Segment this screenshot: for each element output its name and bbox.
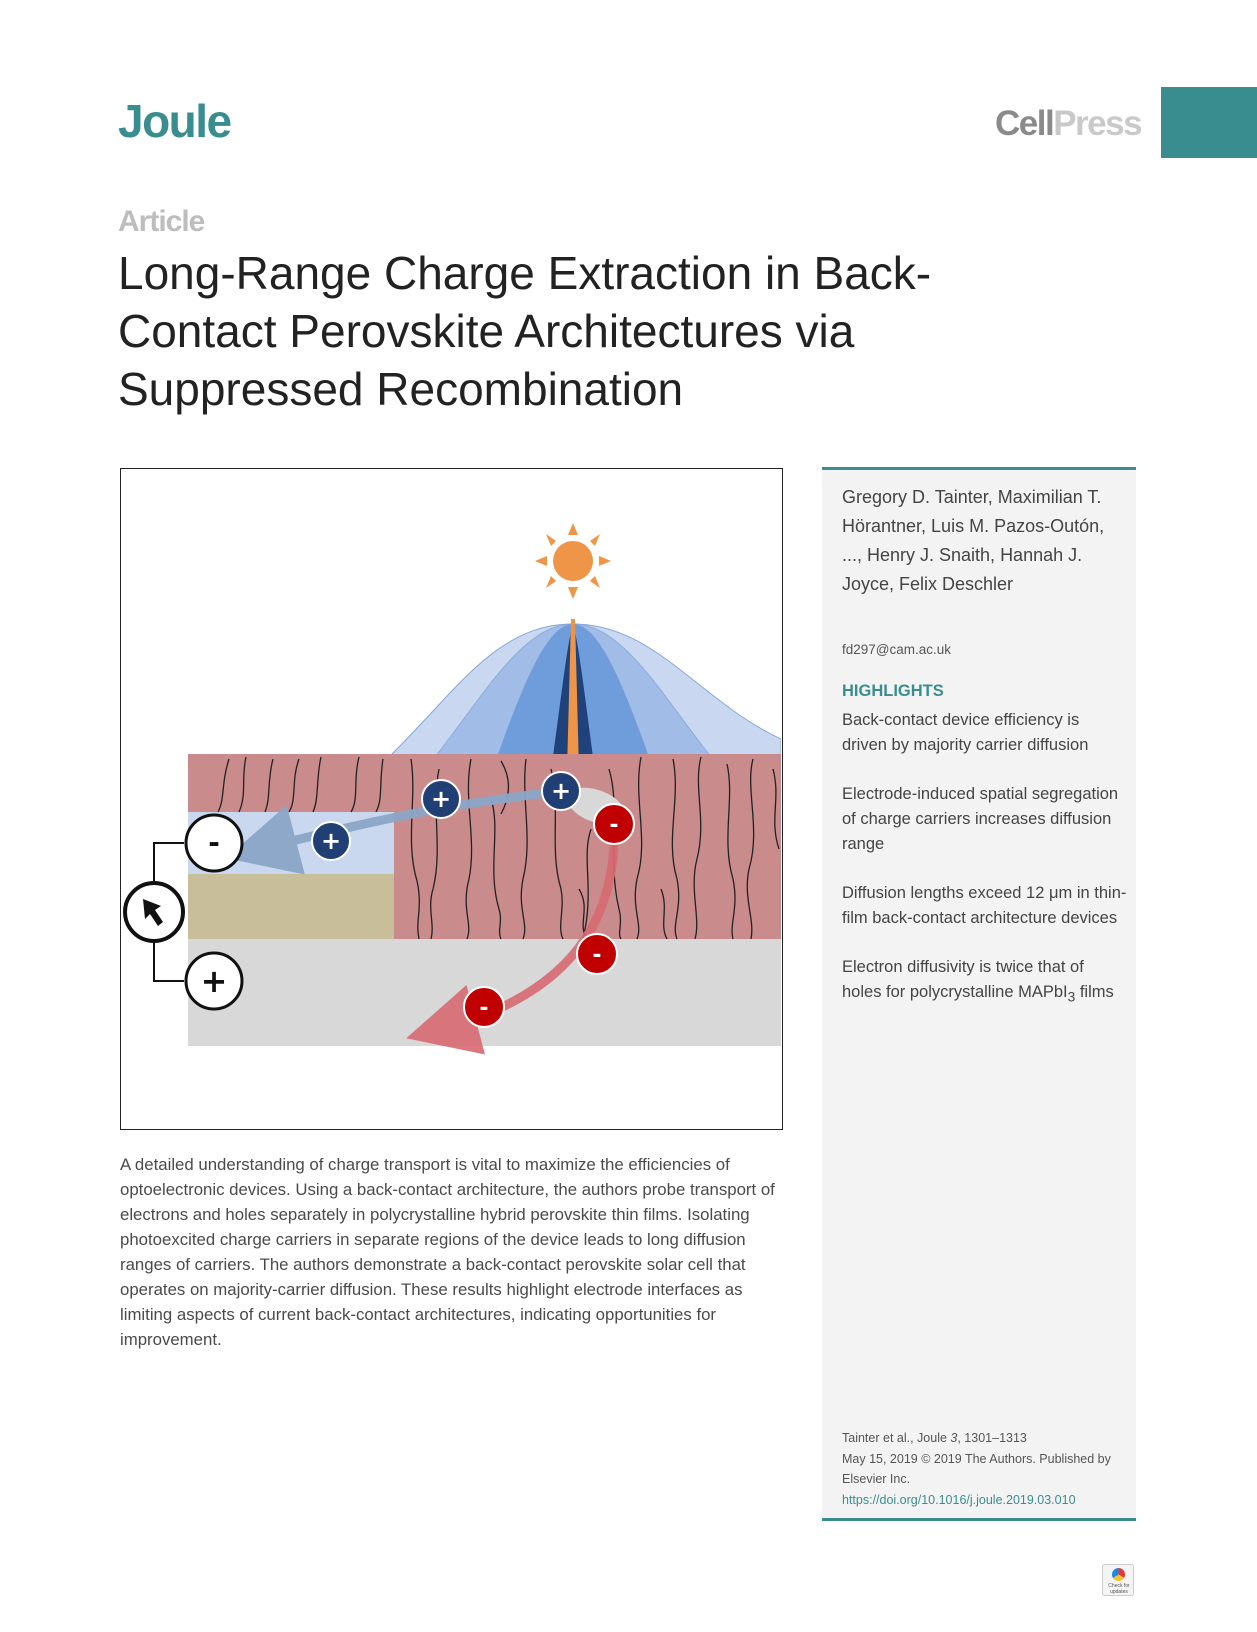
hole-carrier: + <box>421 779 461 819</box>
negative-terminal: - <box>184 813 244 873</box>
highlight-item: Electron diffusivity is twice that of ho… <box>842 955 1127 1009</box>
svg-text:+: + <box>201 962 228 1000</box>
svg-text:+: + <box>321 827 341 855</box>
author-list: Gregory D. Tainter, Maximilian T. Hörant… <box>842 487 1105 594</box>
hole-carrier: + <box>541 771 581 811</box>
svg-text:-: - <box>208 826 220 859</box>
publisher-logo-part1: Cell <box>995 104 1055 143</box>
electron-carrier: - <box>593 803 635 845</box>
summary-text: A detailed understanding of charge trans… <box>120 1155 775 1349</box>
light-beam <box>567 619 579 771</box>
publisher-logo: CellPress <box>995 104 1143 144</box>
electron-carrier: - <box>576 933 618 975</box>
title-line: Suppressed Recombination <box>118 363 684 415</box>
citation-volume: 3 <box>950 1431 958 1445</box>
electron-carrier: - <box>463 986 505 1028</box>
article-type: Article <box>118 205 205 238</box>
meter-icon <box>123 881 185 943</box>
grain-boundaries <box>217 756 780 940</box>
graphical-abstract: + + + - - - - <box>120 468 783 1130</box>
highlight-text-tail: films <box>1075 983 1114 1001</box>
highlight-item: Diffusion lengths exceed 12 μm in thin-f… <box>842 884 1127 927</box>
title-line: Contact Perovskite Architectures via <box>118 305 855 357</box>
sun-icon <box>535 523 611 599</box>
title-line: Long-Range Charge Extraction in Back- <box>118 247 932 299</box>
highlight-item: Back-contact device efficiency is driven… <box>842 711 1089 754</box>
highlight-item: Electrode-induced spatial segregation of… <box>842 785 1119 853</box>
check-for-updates-icon <box>1112 1568 1125 1581</box>
hole-carrier: + <box>311 821 351 861</box>
positive-terminal: + <box>184 951 244 1011</box>
publisher-logo-part2: Press <box>1053 104 1142 143</box>
svg-text:-: - <box>479 996 488 1021</box>
highlight-text: Electron diffusivity is twice that of ho… <box>842 958 1084 1001</box>
highlight-subscript: 3 <box>1067 989 1076 1005</box>
article-title: Long-Range Charge Extraction in Back- Co… <box>118 244 1018 418</box>
corner-tab <box>1161 87 1257 158</box>
journal-logo: Joule <box>118 95 232 147</box>
svg-text:+: + <box>431 785 451 813</box>
correspondence-email[interactable]: fd297@cam.ac.uk <box>842 642 952 657</box>
svg-text:-: - <box>609 813 618 838</box>
highlights-list: Back-contact device efficiency is driven… <box>842 708 1127 1009</box>
svg-text:-: - <box>592 943 601 968</box>
svg-text:+: + <box>551 777 571 805</box>
sidebar: Gregory D. Tainter, Maximilian T. Hörant… <box>822 467 1136 1521</box>
citation-pages: , 1301–1313 <box>957 1431 1027 1445</box>
doi-link[interactable]: https://doi.org/10.1016/j.joule.2019.03.… <box>842 1492 1076 1507</box>
citation-block: Tainter et al., Joule 3, 1301–1313 May 1… <box>842 1428 1132 1510</box>
graphical-abstract-svg: + + + - - - - <box>123 523 781 1055</box>
spacer-layer <box>188 874 394 939</box>
citation-line: Tainter et al., Joule 3, 1301–1313 <box>842 1428 1132 1449</box>
highlights-heading: HIGHLIGHTS <box>842 682 944 700</box>
citation-authors: Tainter et al., Joule <box>842 1431 951 1445</box>
copyright-line: May 15, 2019 © 2019 The Authors. Publish… <box>842 1451 1111 1487</box>
